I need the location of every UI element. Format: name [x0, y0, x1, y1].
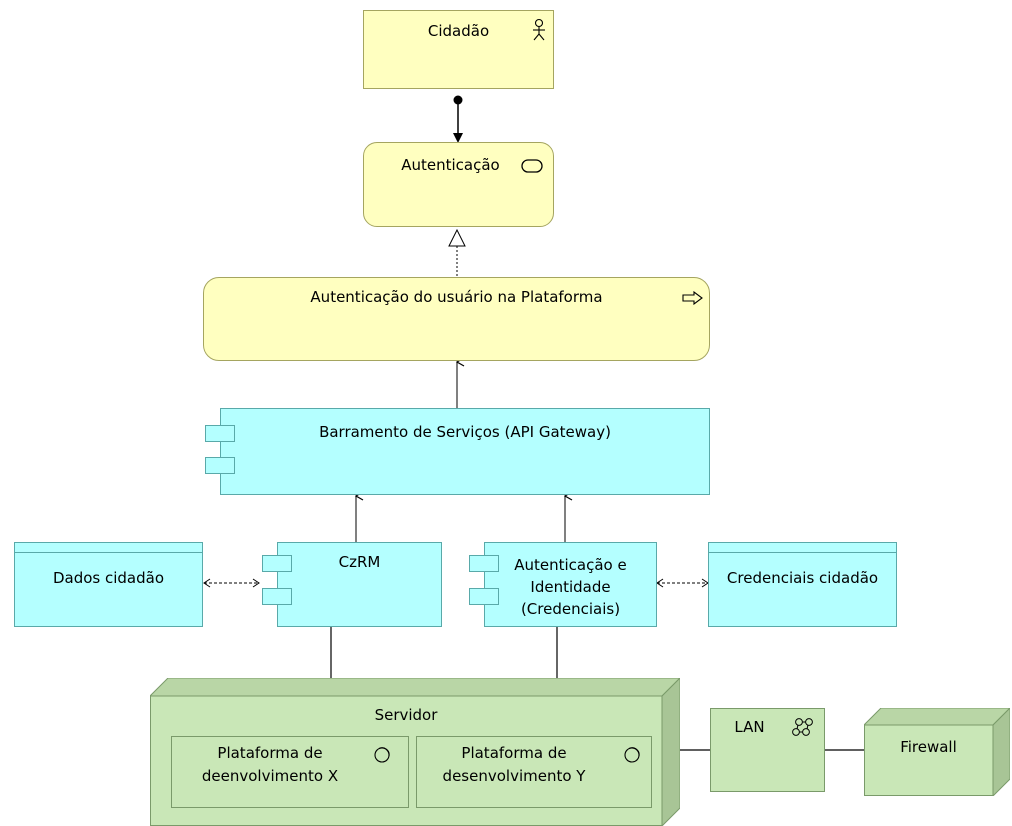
- plataforma-y-line1: Plataforma de: [461, 744, 567, 762]
- lan-label: LAN: [734, 718, 765, 736]
- system-software-icon: [624, 747, 640, 763]
- auth-identidade-line3: (Credenciais): [520, 600, 621, 618]
- access-connector-dados-czrm: [203, 578, 260, 588]
- process-arrow-icon: [682, 291, 703, 305]
- data-object-header: [15, 543, 202, 553]
- data-object-header: [709, 543, 896, 553]
- barramento-label: Barramento de Serviços (API Gateway): [319, 423, 611, 441]
- access-connector-auth-credenciais: [656, 578, 709, 588]
- credenciais-cidadao-label: Credenciais cidadão: [726, 569, 879, 587]
- auth-identidade-line1: Autenticação e: [514, 556, 627, 574]
- component-icon: [469, 588, 499, 605]
- barramento-component[interactable]: Barramento de Serviços (API Gateway): [220, 408, 710, 495]
- system-software-icon: [374, 747, 390, 763]
- lan-network[interactable]: LAN: [710, 708, 825, 792]
- firewall-label: Firewall: [900, 738, 957, 756]
- component-icon: [262, 588, 292, 605]
- plataforma-x-system-software[interactable]: Plataforma de deenvolvimento X: [171, 736, 409, 808]
- auth-identidade-line2: Identidade: [530, 578, 611, 596]
- autenticacao-identidade-component[interactable]: Autenticação e Identidade (Credenciais): [484, 542, 657, 627]
- actor-icon: [533, 18, 545, 41]
- component-icon: [469, 555, 499, 572]
- firewall-node[interactable]: [864, 708, 1010, 796]
- plataforma-x-line2: deenvolvimento X: [201, 767, 339, 785]
- plataforma-y-system-software[interactable]: Plataforma de desenvolvimento Y: [416, 736, 652, 808]
- dados-cidadao-data-object[interactable]: Dados cidadão: [14, 542, 203, 627]
- cidadao-actor[interactable]: Cidadão: [363, 10, 554, 89]
- plataforma-x-line1: Plataforma de: [217, 744, 323, 762]
- autenticacao-usuario-process[interactable]: Autenticação do usuário na Plataforma: [203, 277, 710, 361]
- network-icon: [792, 718, 813, 736]
- assignment-connector: [453, 95, 463, 143]
- czrm-label: CzRM: [338, 553, 381, 571]
- dados-cidadao-label: Dados cidadão: [52, 569, 165, 587]
- servidor-label: Servidor: [374, 706, 438, 724]
- component-icon: [262, 555, 292, 572]
- autenticacao-service-label: Autenticação: [401, 156, 500, 174]
- plataforma-y-line2: desenvolvimento Y: [442, 767, 586, 785]
- service-icon: [521, 159, 543, 173]
- cidadao-label: Cidadão: [427, 22, 490, 40]
- process-label: Autenticação do usuário na Plataforma: [310, 288, 603, 306]
- credenciais-cidadao-data-object[interactable]: Credenciais cidadão: [708, 542, 897, 627]
- component-icon: [205, 457, 235, 474]
- realization-connector: [448, 228, 466, 277]
- czrm-component[interactable]: CzRM: [277, 542, 442, 627]
- component-icon: [205, 425, 235, 442]
- autenticacao-service[interactable]: Autenticação: [363, 142, 554, 227]
